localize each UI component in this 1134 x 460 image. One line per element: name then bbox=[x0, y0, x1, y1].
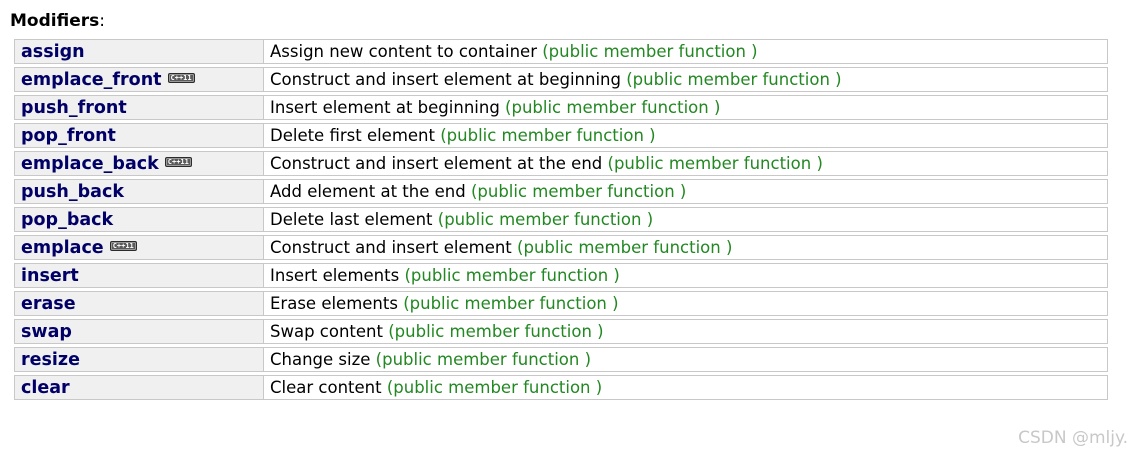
member-kind-label: (public member function ) bbox=[505, 98, 721, 117]
table-row: pop_front Delete first element (public m… bbox=[14, 123, 1108, 148]
member-description-cell: Assign new content to container (public … bbox=[263, 39, 1108, 64]
member-description: Erase elements bbox=[270, 294, 398, 313]
member-name-link[interactable]: emplace_front bbox=[21, 69, 162, 90]
member-description-cell: Construct and insert element at the end … bbox=[263, 151, 1108, 176]
member-kind-label: (public member function ) bbox=[517, 238, 733, 257]
table-row: push_front Insert element at beginning (… bbox=[14, 95, 1108, 120]
member-description: Construct and insert element at beginnin… bbox=[270, 70, 621, 89]
member-name-link[interactable]: push_front bbox=[21, 97, 127, 118]
member-description-cell: Construct and insert element at beginnin… bbox=[263, 67, 1108, 92]
member-name-cell: emplace_back C++11 bbox=[14, 151, 263, 176]
member-kind-label: (public member function ) bbox=[470, 182, 687, 201]
member-kind-label: (public member function ) bbox=[437, 210, 654, 229]
member-name-cell: emplace C++11 bbox=[14, 235, 263, 260]
member-kind-label: (public member function ) bbox=[403, 294, 619, 313]
member-description: Insert elements bbox=[270, 266, 400, 285]
table-row: push_back Add element at the end (public… bbox=[14, 179, 1108, 204]
table-row: insert Insert elements (public member fu… bbox=[14, 263, 1108, 288]
member-name-cell: push_front bbox=[14, 95, 263, 120]
member-name-link[interactable]: swap bbox=[21, 321, 72, 342]
member-description: Delete first element bbox=[270, 126, 435, 145]
member-kind-label: (public member function ) bbox=[404, 266, 620, 285]
table-row: emplace_front C++11 Construct and insert … bbox=[14, 67, 1108, 92]
member-name-cell: push_back bbox=[14, 179, 263, 204]
member-name-link[interactable]: emplace_back bbox=[21, 153, 159, 174]
member-description-cell: Construct and insert element (public mem… bbox=[263, 235, 1108, 260]
member-name-link[interactable]: emplace bbox=[21, 237, 104, 258]
member-name-link[interactable]: clear bbox=[21, 377, 70, 398]
section-heading: Modifiers: bbox=[10, 10, 105, 32]
member-description: Change size bbox=[270, 350, 371, 369]
member-description-cell: Clear content (public member function ) bbox=[263, 375, 1108, 400]
cpp11-badge-icon: C++11 bbox=[164, 156, 192, 167]
member-name-cell: clear bbox=[14, 375, 263, 400]
member-description-cell: Insert elements (public member function … bbox=[263, 263, 1108, 288]
member-name-link[interactable]: insert bbox=[21, 265, 79, 286]
table-row: pop_back Delete last element (public mem… bbox=[14, 207, 1108, 232]
member-name-cell: resize bbox=[14, 347, 263, 372]
member-kind-label: (public member function ) bbox=[542, 42, 758, 61]
member-kind-label: (public member function ) bbox=[388, 322, 604, 341]
member-name-link[interactable]: assign bbox=[21, 41, 85, 62]
member-description-cell: Change size (public member function ) bbox=[263, 347, 1108, 372]
member-description: Construct and insert element at the end bbox=[270, 154, 603, 173]
section-title: Modifiers bbox=[10, 11, 100, 31]
member-name-cell: pop_front bbox=[14, 123, 263, 148]
section-title-colon: : bbox=[99, 11, 105, 31]
table-row: emplace_back C++11 Construct and insert e… bbox=[14, 151, 1108, 176]
member-kind-label: (public member function ) bbox=[626, 70, 842, 89]
member-name-link[interactable]: push_back bbox=[21, 181, 124, 202]
member-description: Clear content bbox=[270, 378, 382, 397]
member-name-cell: erase bbox=[14, 291, 263, 316]
cpp11-badge-icon: C++11 bbox=[167, 72, 195, 83]
modifiers-table: assign Assign new content to container (… bbox=[14, 36, 1108, 403]
member-name-cell: assign bbox=[14, 39, 263, 64]
member-description-cell: Add element at the end (public member fu… bbox=[263, 179, 1108, 204]
member-description: Delete last element bbox=[270, 210, 433, 229]
member-name-cell: swap bbox=[14, 319, 263, 344]
member-name-cell: emplace_front C++11 bbox=[14, 67, 263, 92]
table-row: clear Clear content (public member funct… bbox=[14, 375, 1108, 400]
member-name-cell: pop_back bbox=[14, 207, 263, 232]
member-name-link[interactable]: pop_back bbox=[21, 209, 114, 230]
modifiers-table-body: assign Assign new content to container (… bbox=[14, 39, 1108, 400]
member-name-link[interactable]: resize bbox=[21, 349, 80, 370]
member-description-cell: Swap content (public member function ) bbox=[263, 319, 1108, 344]
watermark: CSDN @mljy. bbox=[1018, 428, 1128, 448]
member-description: Add element at the end bbox=[270, 182, 466, 201]
member-description-cell: Erase elements (public member function ) bbox=[263, 291, 1108, 316]
member-description-cell: Insert element at beginning (public memb… bbox=[263, 95, 1108, 120]
table-row: resize Change size (public member functi… bbox=[14, 347, 1108, 372]
member-name-link[interactable]: erase bbox=[21, 293, 76, 314]
member-description-cell: Delete first element (public member func… bbox=[263, 123, 1108, 148]
member-description-cell: Delete last element (public member funct… bbox=[263, 207, 1108, 232]
table-row: swap Swap content (public member functio… bbox=[14, 319, 1108, 344]
table-row: erase Erase elements (public member func… bbox=[14, 291, 1108, 316]
cpp11-badge-icon: C++11 bbox=[109, 240, 137, 251]
member-kind-label: (public member function ) bbox=[375, 350, 592, 369]
member-name-cell: insert bbox=[14, 263, 263, 288]
member-description: Assign new content to container bbox=[270, 42, 537, 61]
member-description: Insert element at beginning bbox=[270, 98, 500, 117]
table-row: emplace C++11 Construct and insert elemen… bbox=[14, 235, 1108, 260]
member-kind-label: (public member function ) bbox=[386, 378, 603, 397]
member-kind-label: (public member function ) bbox=[607, 154, 823, 173]
member-name-link[interactable]: pop_front bbox=[21, 125, 116, 146]
member-kind-label: (public member function ) bbox=[440, 126, 656, 145]
table-row: assign Assign new content to container (… bbox=[14, 39, 1108, 64]
member-description: Construct and insert element bbox=[270, 238, 512, 257]
member-description: Swap content bbox=[270, 322, 383, 341]
